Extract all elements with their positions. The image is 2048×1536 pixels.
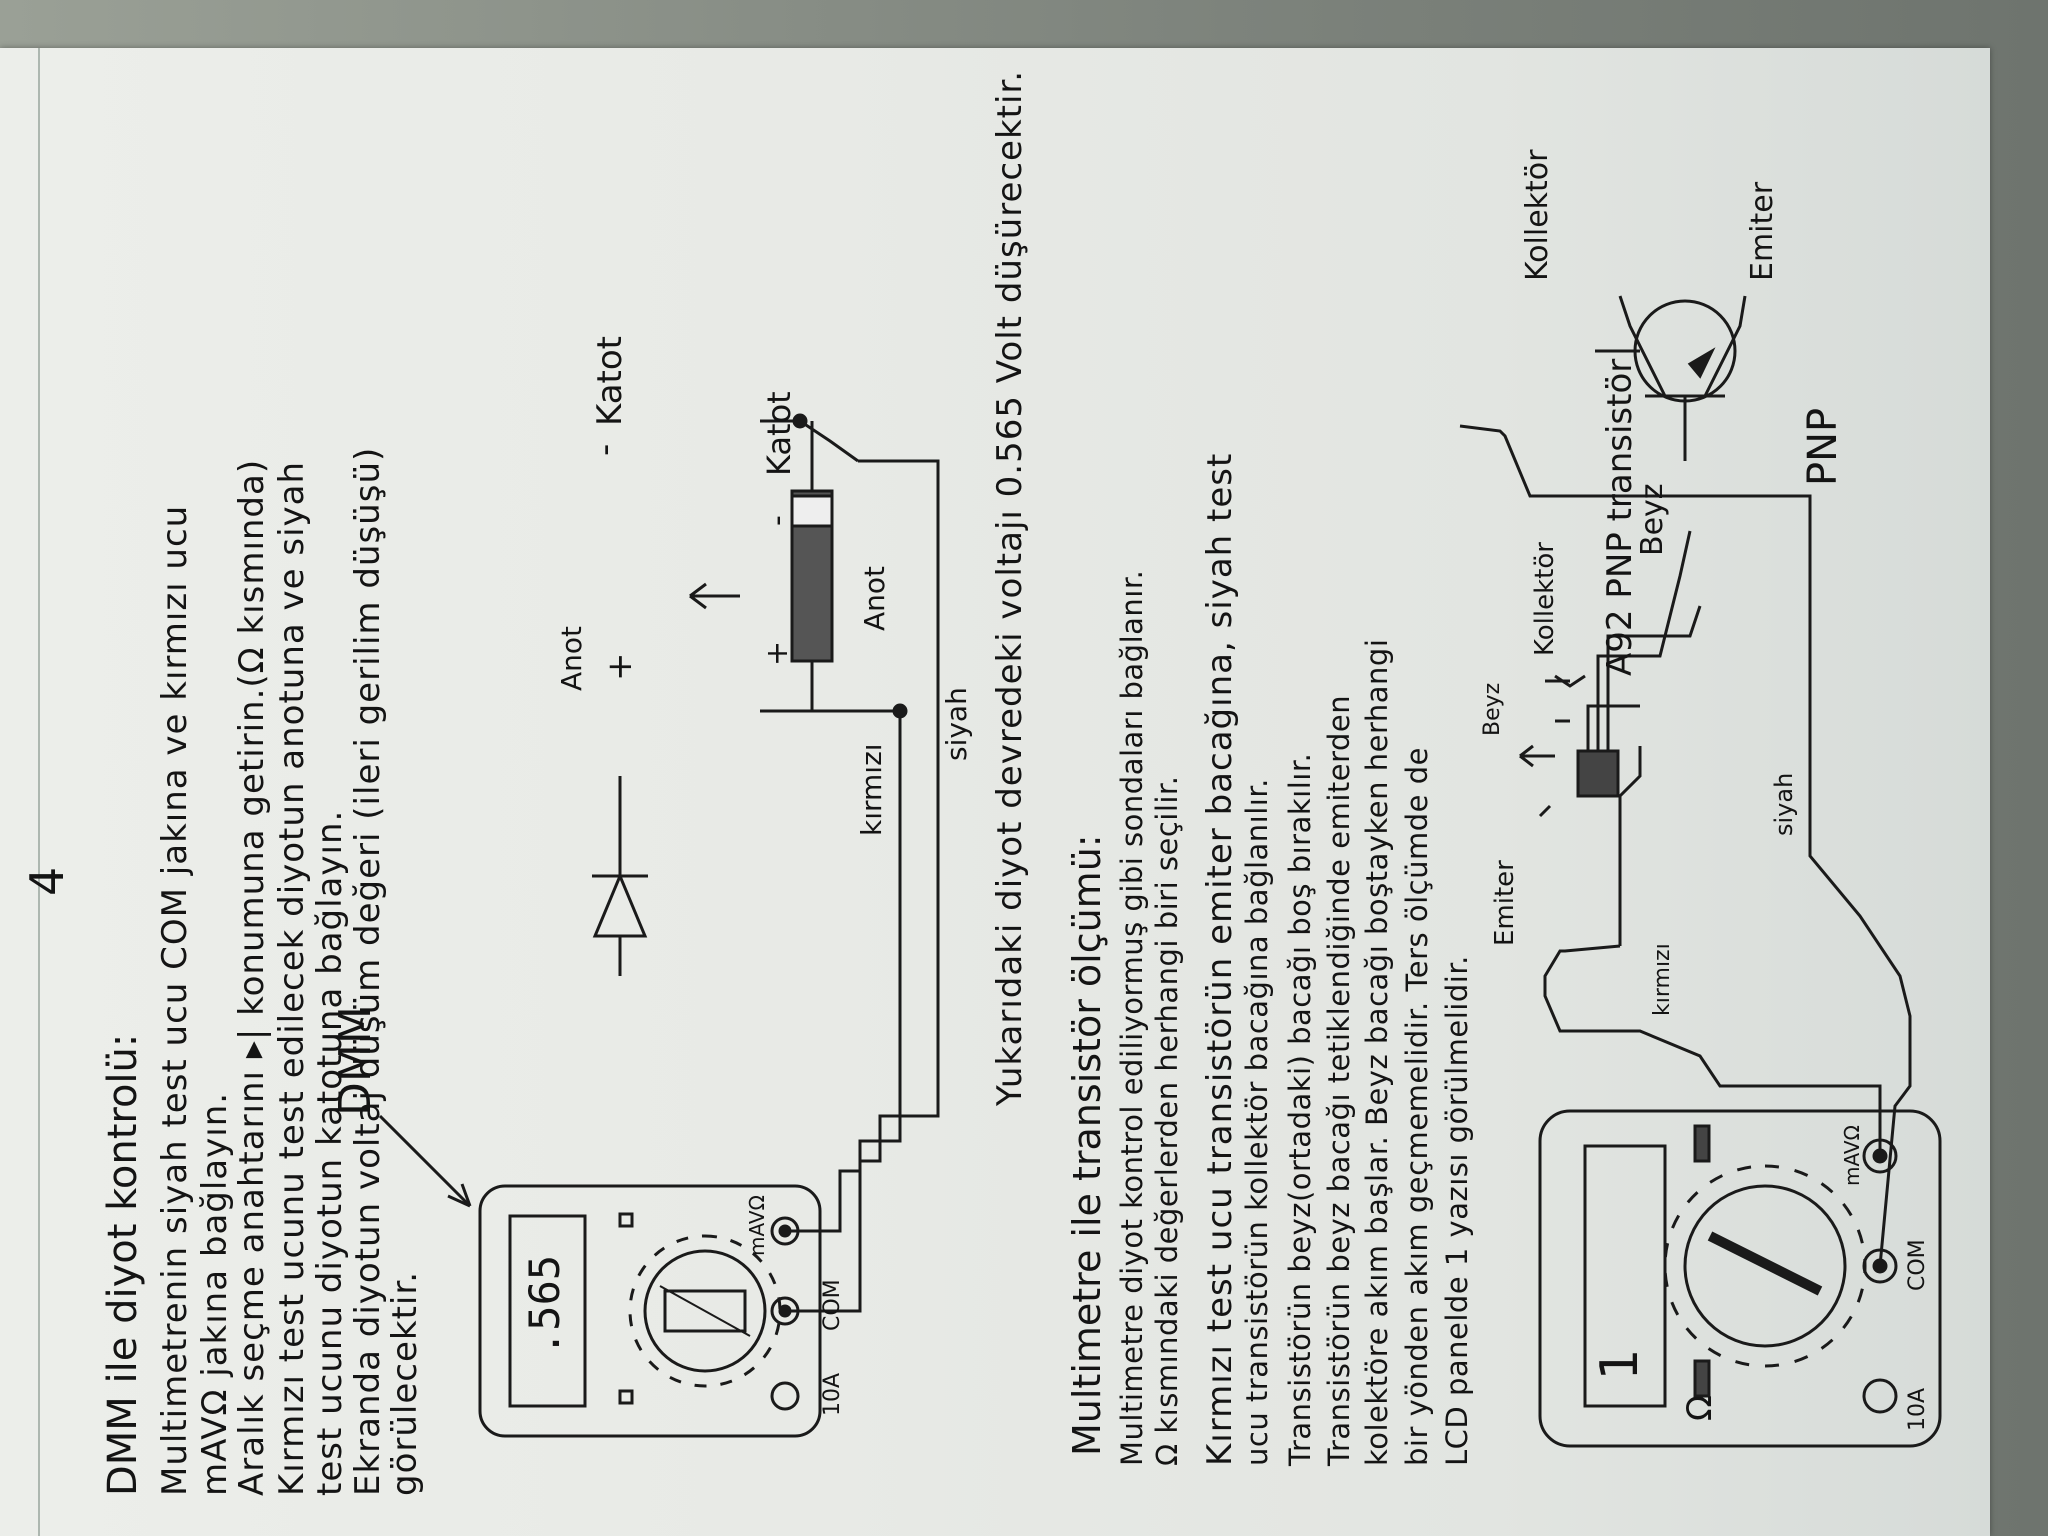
page-content: 4 DMM ile diyot kontrolü: Multimetrenin … [0,48,1990,1536]
meter2-jack-com: COM [1905,1239,1930,1291]
sym-base-label: Beyz [1635,483,1670,556]
wire-black-label-2: siyah [1770,772,1798,836]
meter2-jack-mavohm: mAVΩ [1840,1125,1864,1186]
wire-red-label-2: kırmızı [1650,943,1675,1016]
pin-base-label: Beyz [1480,682,1505,736]
meter2-display: 1 [1590,1349,1650,1381]
meter2-ohm-symbol: Ω [1680,1395,1720,1421]
transistor-test-diagram [0,48,1990,1536]
notebook-page: 4 DMM ile diyot kontrolü: Multimetrenin … [0,48,1990,1536]
part-name: A92 PNP transistör [1600,358,1640,676]
pin-collector-label: Kollektör [1530,542,1560,656]
sym-type-label: PNP [1800,407,1846,486]
pin-emitter-label: Emiter [1490,860,1520,946]
sym-collector-label: Kollektör [1520,149,1555,281]
sym-emitter-label: Emiter [1745,181,1780,281]
meter2-jack-10a: 10A [1905,1387,1930,1431]
diode-test-diagram [0,48,1990,1536]
